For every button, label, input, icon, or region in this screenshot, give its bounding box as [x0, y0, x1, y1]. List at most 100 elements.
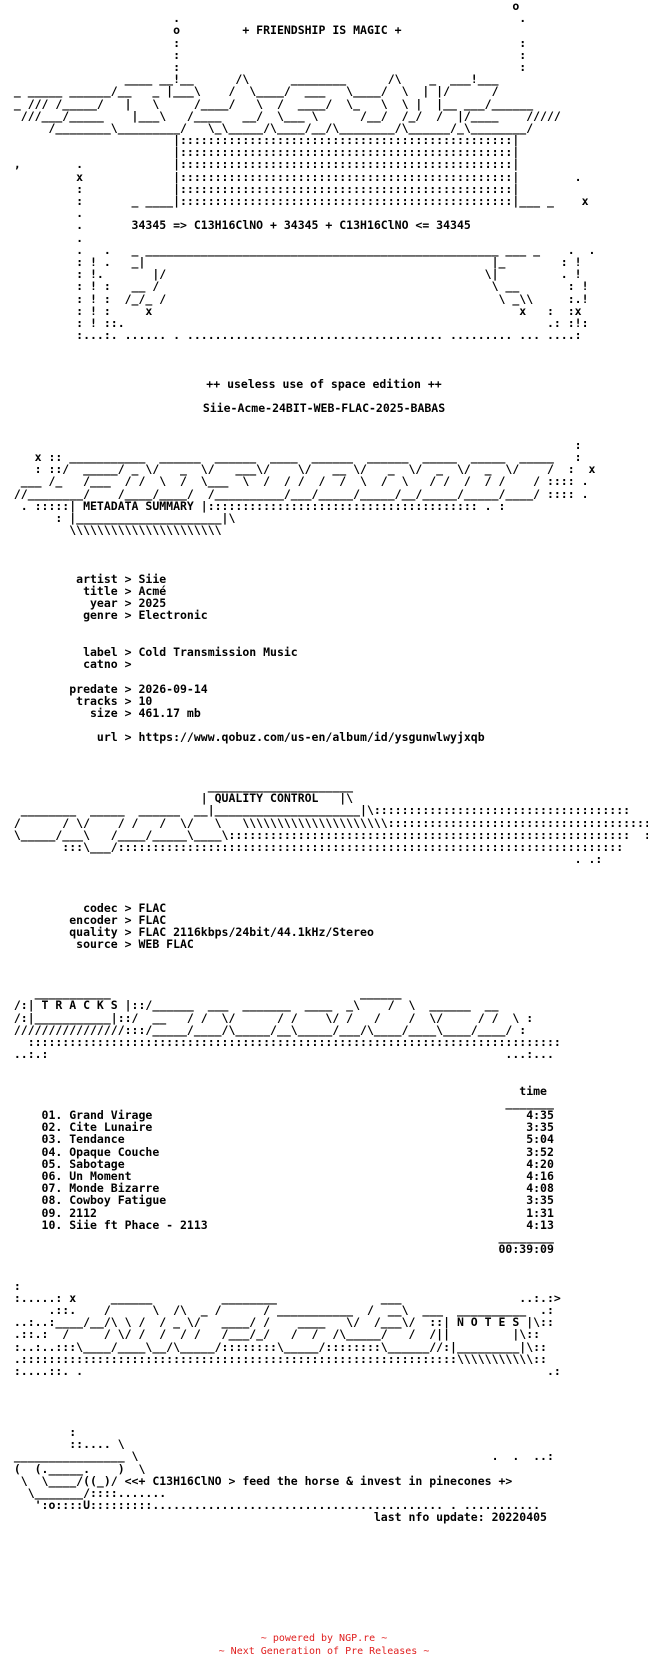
ascii-line: :.....: x ______ ________ ___ ..:.:>: [0, 1290, 561, 1305]
ascii-line: . . _ __________________________________…: [0, 242, 596, 257]
ascii-line: x :: ___________ ______ ______ ____ ____…: [0, 449, 582, 464]
ascii-line: :....::. . .:: [0, 1364, 561, 1378]
ascii-line: _ /// /_____/ | \ /____/ \ / ____/ \_ \ …: [0, 96, 534, 111]
ascii-line: :...:. ...... . ........................…: [0, 328, 582, 343]
ascii-line: /________\_________/ \_\_____/\____/__/\…: [0, 120, 534, 135]
meta-label: label > Cold Transmission Music: [0, 644, 298, 659]
track-row: 06. Un Moment 4:16: [0, 1169, 554, 1183]
meta-predate: predate > 2026-09-14: [0, 681, 208, 696]
ascii-line: : ! : __ / \ __ : !: [0, 279, 589, 294]
spacer: [0, 1073, 648, 1085]
quality-quality: quality > FLAC 2116kbps/24bit/44.1kHz/St…: [0, 925, 374, 940]
meta-url: url > https://www.qobuz.com/us-en/album/…: [0, 730, 485, 745]
ascii-line: : ::/ _____/ _ \/ _ \/ ___\/ \/ __ \/ _ …: [0, 462, 596, 477]
last-update: last nfo update: 20220405: [0, 1510, 547, 1525]
ascii-line: .: [0, 206, 84, 221]
ascii-line: : ! : /_/_ / \ _\\ :.!: [0, 291, 589, 306]
spacer: [0, 1402, 648, 1414]
spacer: [0, 622, 648, 634]
track-row: 04. Opaque Couche 3:52: [0, 1144, 554, 1159]
ascii-line: : |:::::::::::::::::::::::::::::::::::::…: [0, 181, 520, 196]
ascii-line: , . |:::::::::::::::::::::::::::::::::::…: [0, 157, 520, 172]
meta-year: year > 2025: [0, 596, 167, 611]
ascii-line: ..:..:____/__/\ \ / / _ \/ ____/ / ____ …: [0, 1315, 554, 1330]
ascii-line: : :: [0, 47, 527, 62]
ascii-line: o: [0, 0, 520, 13]
meta-title: title > Acmé: [0, 584, 167, 598]
spacer: [0, 1414, 648, 1426]
ascii-line: ::::::::::::::::::::::::::::::::::::::::…: [0, 1034, 561, 1049]
spacer: [0, 414, 648, 426]
spacer: [0, 670, 648, 682]
ascii-line: ____ __!__ /\ ________ /\ _ ___!___: [0, 72, 499, 87]
ascii-line: [0, 1060, 648, 1072]
ascii-line: x |:::::::::::::::::::::::::::::::::::::…: [0, 169, 582, 184]
ascii-line: ___ /_ /___ / / \ / \___ \ / / / / / \ /…: [0, 474, 589, 489]
spacer: [0, 951, 648, 963]
ascii-line: ________ _____ ______ __|_______________…: [0, 803, 631, 818]
ascii-line: o + FRIENDSHIP IS MAGIC +: [0, 23, 402, 38]
spacer: [0, 548, 648, 560]
track-row: 07. Monde Bizarre 4:08: [0, 1181, 554, 1196]
ascii-line: : !. |/ \| . !: [0, 267, 582, 282]
spacer: [0, 1255, 648, 1267]
ascii-line: : ! ::. .: :!:: [0, 315, 589, 330]
track-row: 08. Cowboy Fatigue 3:35: [0, 1193, 554, 1208]
track-row: 01. Grand Virage 4:35: [0, 1108, 554, 1123]
ascii-line: :: [0, 1278, 589, 1293]
footer-tagline: ~ Next Generation of Pre Releases ~: [218, 1646, 430, 1657]
spacer: [0, 963, 648, 975]
ascii-line: ________________ \ . . ..:: [0, 1449, 554, 1464]
ascii-line: ..:.: ...:...: [0, 1047, 554, 1062]
spacer: [0, 1389, 648, 1401]
quality-source: source > WEB FLAC: [0, 937, 194, 952]
track-row: 03. Tendance 5:04: [0, 1132, 554, 1147]
ascii-line: ( (._____. ) \: [0, 1461, 146, 1476]
ascii-line: \\\\\\\\\\\\\\\\\\\\\\: [0, 523, 222, 538]
meta-genre: genre > Electronic: [0, 608, 208, 623]
spacer: [0, 427, 648, 439]
ascii-line: . .: [0, 11, 527, 26]
nfo-document: o . . o + FRIENDSHIP IS MAGIC + :: [0, 0, 648, 1525]
ascii-line: _______: [0, 1095, 554, 1110]
spacer: [0, 536, 648, 548]
ascii-line: ___________ ______: [0, 986, 402, 1001]
track-row: 10. Siie ft Phace - 2113 4:13: [0, 1217, 554, 1232]
quality-section-title: | QUALITY CONTROL |\: [0, 791, 354, 806]
ascii-line: . .:: [0, 852, 603, 867]
meta-size: size > 461.17 mb: [0, 705, 201, 720]
ascii-line: |:::::::::::::::::::::::::::::::::::::::…: [0, 145, 520, 160]
quality-encoder: encoder > FLAC: [0, 913, 167, 928]
ascii-line: \_____/___\ /____/_____\____\:::::::::::…: [0, 827, 648, 842]
time-header: time: [0, 1083, 547, 1098]
meta-tracks: tracks > 10: [0, 693, 153, 708]
meta-catno: catno >: [0, 657, 139, 672]
track-row: 02. Cite Lunaire 3:35: [0, 1120, 554, 1135]
release-name: Siie-Acme-24BIT-WEB-FLAC-2025-BABAS: [202, 401, 446, 416]
ascii-line: : ! . _| |_ : !: [0, 254, 582, 269]
ascii-line: : :: [0, 59, 527, 74]
ascii-line: //________/ /____/____/ /__________/___/…: [0, 486, 589, 501]
ascii-line: . :::::| METADATA SUMMARY |:::::::::::::…: [0, 498, 506, 513]
spacer: [0, 756, 648, 768]
spacer: [0, 743, 648, 755]
ascii-line: : :: [0, 35, 527, 50]
ascii-line: |:::::::::::::::::::::::::::::::::::::::…: [0, 133, 520, 148]
ascii-line: :: [0, 437, 582, 452]
ascii-line: :::\___/::::::::::::::::::::::::::::::::…: [0, 839, 624, 854]
total-time: 00:39:09: [0, 1242, 554, 1257]
ascii-line: .::. / \ /\ _ / / ___________ / __\ ___ …: [0, 1303, 554, 1318]
quality-codec: codec > FLAC: [0, 900, 167, 915]
spacer: [0, 878, 648, 890]
ascii-line: /:|___________|::/ __ / / \/ / / \/ / / …: [0, 1010, 534, 1025]
spacer: [0, 1377, 648, 1389]
ascii-line: : |_____________________|\: [0, 510, 236, 525]
track-row: 09. 2112 1:31: [0, 1205, 554, 1220]
ascii-line: : _ ____|:::::::::::::::::::::::::::::::…: [0, 194, 589, 208]
edition-line: ++ useless use of space edition ++: [206, 376, 442, 391]
ascii-line: :..:..:::\____/____\__/\_____/::::::::\_…: [0, 1339, 547, 1354]
footer-powered-by: ~ powered by NGP.re ~: [260, 1633, 388, 1644]
spacer: [0, 865, 648, 877]
tracks-section-title: /:| T R A C K S |::/______ ___ _______ _…: [0, 998, 499, 1013]
ascii-line: ////////////////:::/_____/____/\_____/__…: [0, 1022, 527, 1037]
